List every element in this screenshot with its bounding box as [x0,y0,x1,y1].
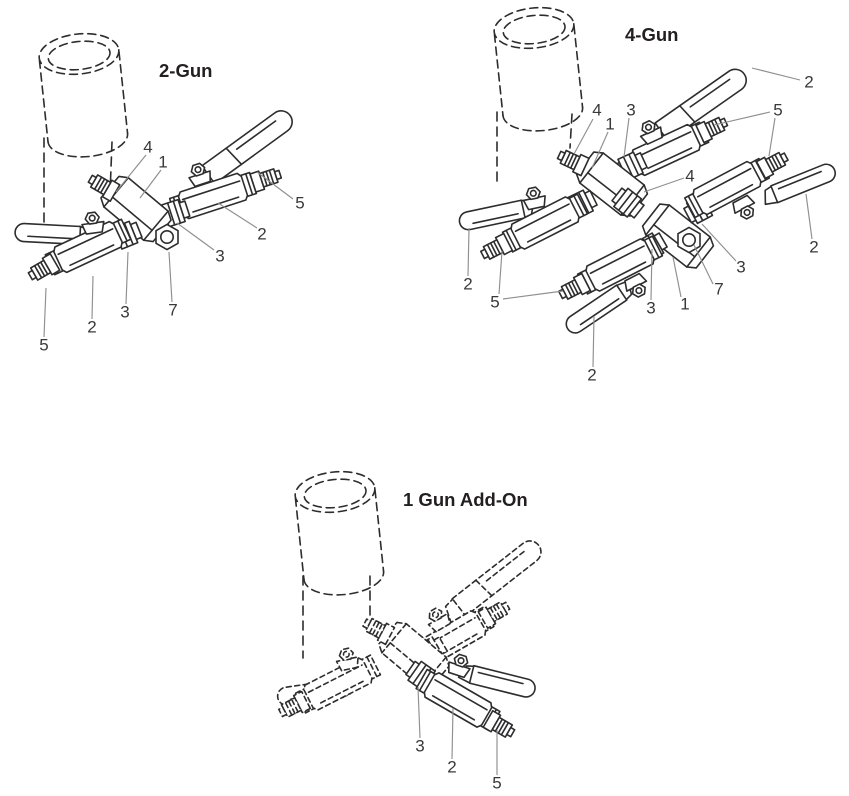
callout-number-1: 1 [605,115,614,134]
leader-line [701,223,737,262]
callout-number-5: 5 [773,101,782,120]
leader-line [168,251,173,303]
leader-line [650,248,653,301]
projection-lines [302,575,371,659]
callout-number-7: 7 [714,280,723,299]
pipe-plug [155,223,179,251]
pump-outlet-cylinder [491,3,586,136]
pipe-plug [677,226,701,254]
leader-line [91,275,94,320]
section-title-four-gun: 4-Gun [625,24,678,45]
projection-lines [43,137,113,227]
section-title-one-gun-addon: 1 Gun Add-On [403,489,528,510]
leader-line [623,117,630,158]
callout-number-1: 1 [680,295,689,314]
leader-line [125,251,129,305]
valve-stem [79,210,106,236]
callout-number-7: 7 [168,301,177,320]
callout-number-2: 2 [804,73,813,92]
addon-valve-assembly [403,651,538,743]
two-gun-assembly-diagram [13,29,298,286]
existing-two-gun-assembly-ghost [275,535,547,723]
leader-line [768,117,776,157]
projection-lines [496,111,573,187]
leader-line [43,287,47,338]
leader-line [672,256,682,298]
callout-number-5: 5 [490,293,499,312]
leader-line [417,686,421,739]
leader-line [573,118,594,155]
callout-number-2: 2 [87,318,96,337]
leader-line [693,244,714,285]
leader-line [751,67,801,81]
callout-number-5: 5 [295,194,304,213]
callout-number-3: 3 [736,258,745,277]
one-gun-addon-assembly-diagram [275,467,547,743]
leader-line [643,177,685,193]
callout-number-4: 4 [592,101,601,120]
leader-line [805,193,813,240]
leader-line [217,202,258,229]
callout-number-2: 2 [447,758,456,777]
callout-number-2: 2 [809,238,818,257]
callout-number-5: 5 [39,336,48,355]
callout-number-2: 2 [463,275,472,294]
leader-line [176,222,215,251]
leader-line [502,290,564,300]
callout-number-3: 3 [626,101,635,120]
leader-line [713,111,771,126]
callout-number-2: 2 [587,366,596,385]
callout-layer-two-gun: 41 5 2 3 3 7 2 5 [39,138,304,355]
callout-number-2: 2 [257,225,266,244]
leader-line [498,250,503,295]
leader-line [592,315,595,368]
leader-line [256,171,294,200]
callout-number-3: 3 [215,247,224,266]
pump-outlet-cylinder [292,467,387,600]
callout-number-4: 4 [685,167,694,186]
callout-number-5: 5 [492,774,501,793]
callout-number-3: 3 [646,299,655,318]
callout-number-3: 3 [415,737,424,756]
leader-line [451,707,454,760]
leader-line [115,154,147,193]
ball-valve [682,155,772,221]
callout-number-3: 3 [120,303,129,322]
leader-line [467,227,470,277]
callout-layer-one-gun-addon: 3 2 5 [415,686,502,793]
pump-outlet-cylinder [36,29,131,162]
leader-line [591,131,609,169]
callout-number-1: 1 [158,153,167,172]
callout-number-4: 4 [143,138,152,157]
four-gun-assembly-diagram [456,3,839,338]
section-title-two-gun: 2-Gun [159,60,212,81]
leader-line [139,169,162,199]
